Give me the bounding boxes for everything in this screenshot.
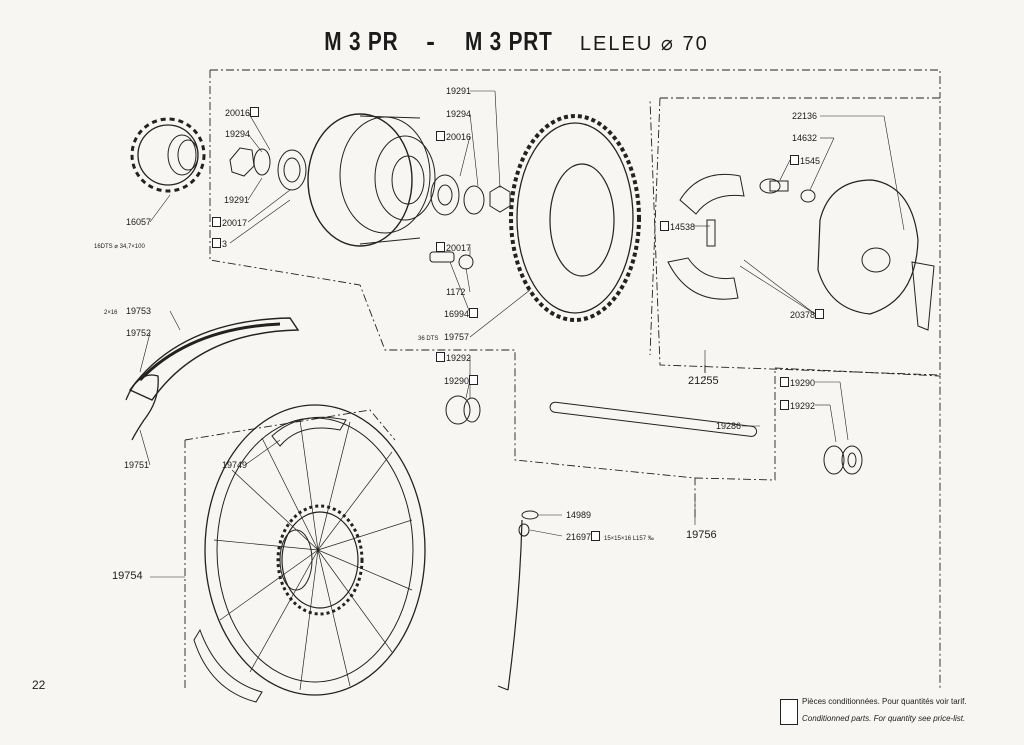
brake-shoes (667, 173, 745, 300)
part-label-19294: 19294 (225, 129, 251, 139)
hub-subtitle: LELEU ⌀ 70 (579, 33, 709, 55)
package-icon (780, 699, 798, 725)
small-sprocket-16-teeth (130, 117, 206, 193)
wheel-spokes (213, 419, 413, 691)
tyre-and-tube (125, 317, 300, 441)
package-icon (212, 217, 221, 227)
part-label-1172: 1172 (446, 287, 466, 297)
package-icon (780, 400, 789, 410)
part-label-19286: 19286 (716, 421, 742, 431)
part-label-16057: 16057 (126, 217, 152, 227)
part-label-19290-left: 19290 (444, 375, 479, 386)
package-icon (250, 107, 260, 117)
title-dash: - (426, 26, 436, 56)
wheel-rim (193, 404, 426, 703)
package-icon (780, 377, 789, 387)
part-label-19756: 19756 (686, 529, 717, 541)
sprocket-spec-16dts: 16DTS ⌀ 34,7×100 (94, 244, 145, 250)
legend-french: Pièces conditionnées. Pour quantités voi… (802, 697, 967, 706)
part-label-19292-left: 19292 (436, 352, 471, 363)
part-label-16994: 16994 (444, 308, 479, 319)
part-label-20016-right: 20016 (436, 131, 471, 142)
package-icon (436, 242, 445, 252)
part-label-19752: 19752 (126, 328, 152, 338)
rear-axle (549, 401, 758, 437)
page-number: 22 (32, 678, 46, 692)
wheel-hub-assembly (276, 504, 364, 616)
package-icon (815, 309, 825, 319)
part-label-20016: 20016 (225, 107, 260, 118)
part-label-20017-right: 20017 (436, 242, 471, 253)
part-label-14632: 14632 (792, 133, 818, 143)
large-sprocket-36-teeth (509, 114, 641, 322)
package-icon (790, 155, 799, 165)
part-label-19292-right: 19292 (780, 400, 815, 411)
part-label-19291: 19291 (224, 195, 250, 205)
package-icon (469, 375, 479, 385)
spoke-and-nipple (497, 510, 539, 691)
part-label-19749: 19749 (222, 460, 248, 470)
legend-english: Conditionned parts. For quantity see pri… (802, 714, 966, 723)
part-label-19751: 19751 (124, 460, 150, 470)
part-label-1545: 1545 (790, 155, 820, 166)
package-icon (660, 221, 669, 231)
part-label-19291-right: 19291 (446, 86, 472, 96)
model-name-2: M 3 PRT (465, 26, 553, 56)
part-label-20017: 20017 (212, 217, 247, 228)
tyre-size-2x16: 2×16 (104, 310, 118, 316)
part-label-19757: 19757 (444, 332, 470, 342)
part-label-22136: 22136 (792, 111, 818, 121)
package-icon (436, 352, 445, 362)
spoke-spec-21697: 15×15×16 L157 ‰ (604, 536, 654, 542)
part-label-19753: 19753 (126, 306, 152, 316)
brake-plate (817, 179, 935, 331)
package-icon (436, 131, 445, 141)
model-name-1: M 3 PR (324, 26, 399, 56)
page-title: M 3 PR - M 3 PRT LELEU ⌀ 70 (0, 26, 1024, 57)
part-label-19294-right: 19294 (446, 109, 472, 119)
leader-lines (139, 90, 905, 578)
axle-spacer-right (823, 445, 863, 475)
hub-right-bearings (430, 174, 511, 216)
rear-hub-body (307, 113, 436, 247)
part-label-3: 3 (212, 238, 227, 249)
axle-spacer-left (445, 395, 481, 425)
brake-cam-parts (759, 178, 816, 203)
part-label-14538: 14538 (660, 221, 695, 232)
package-icon (469, 308, 479, 318)
sprocket-spec-36dts: 36 DTS (418, 336, 439, 342)
package-icon (212, 238, 221, 248)
hub-left-bearings (229, 147, 307, 191)
part-label-19754: 19754 (112, 570, 143, 582)
part-label-19290-right: 19290 (780, 377, 815, 388)
part-label-21255: 21255 (688, 375, 719, 387)
package-icon (591, 531, 601, 541)
part-label-14989: 14989 (566, 510, 592, 520)
part-label-21697: 21697 (566, 531, 601, 542)
part-label-20378: 20378 (790, 309, 825, 320)
